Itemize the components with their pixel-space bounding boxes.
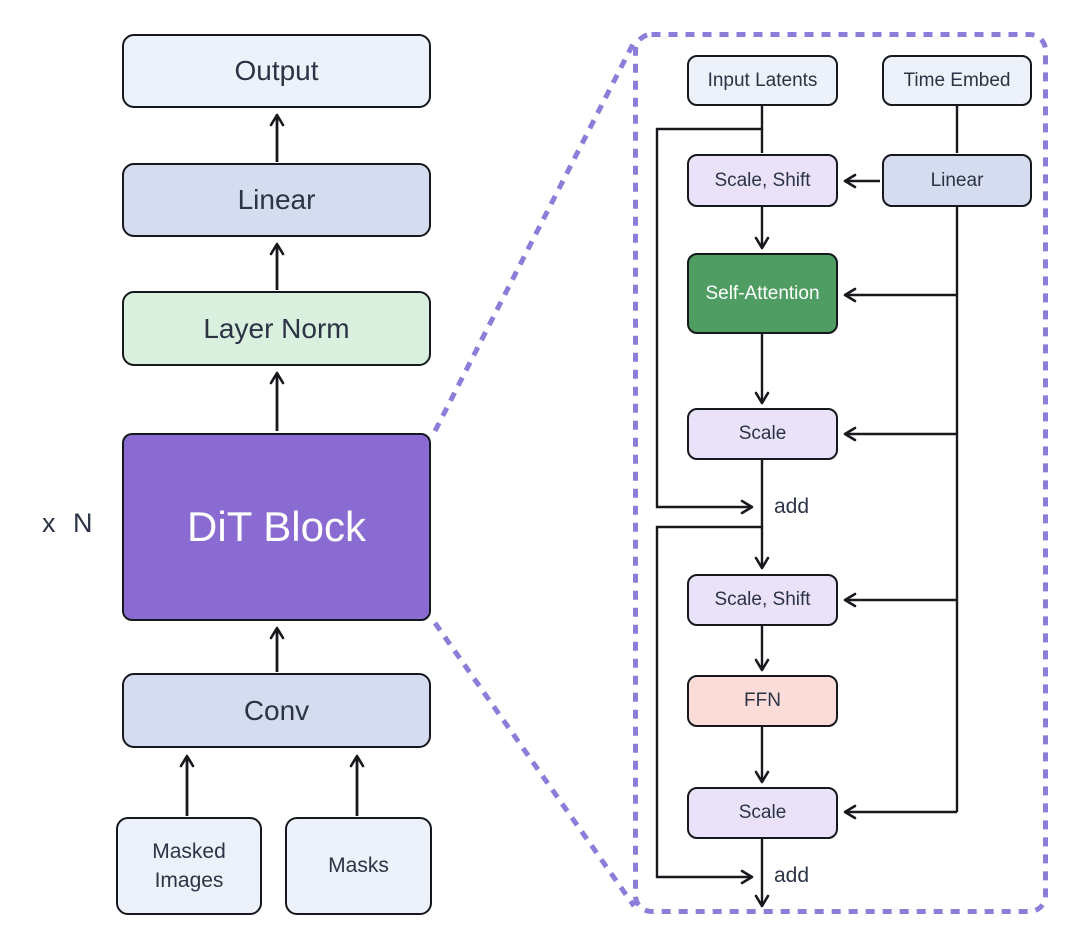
node-input-latents: Input Latents [687,55,838,106]
node-masked-images: Masked Images [116,817,262,915]
skip-connection-2 [655,525,762,885]
node-output: Output [122,34,431,108]
node-dit-block: DiT Block [122,433,431,621]
add-junction-label-1: add [774,495,810,518]
node-conv: Conv [122,673,431,748]
node-masks: Masks [285,817,432,915]
node-linear: Linear [122,163,431,237]
node-ffn: FFN [687,675,838,727]
repeat-count-label: x N [42,508,93,538]
node-self-attention: Self-Attention [687,253,838,334]
skip-connection-1 [655,127,762,515]
node-scale-2: Scale [687,787,838,839]
node-layer-norm: Layer Norm [122,291,431,366]
add-junction-label-2: add [774,864,810,887]
node-scale-1: Scale [687,408,838,460]
node-time-embed: Time Embed [882,55,1032,106]
node-scale-shift-2: Scale, Shift [687,574,838,626]
zoom-connector-bottom [432,621,637,908]
detail-panel-border [633,32,1048,914]
node-detail-linear: Linear [882,154,1032,207]
node-scale-shift-1: Scale, Shift [687,154,838,207]
zoom-connector-top [432,40,637,433]
